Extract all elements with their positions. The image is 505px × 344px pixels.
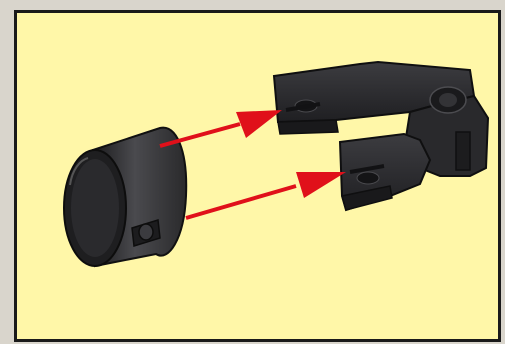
upper-assembly-arrow: [160, 110, 282, 146]
lower-assembly-arrow: [186, 172, 346, 218]
collar-icon: [64, 128, 186, 266]
